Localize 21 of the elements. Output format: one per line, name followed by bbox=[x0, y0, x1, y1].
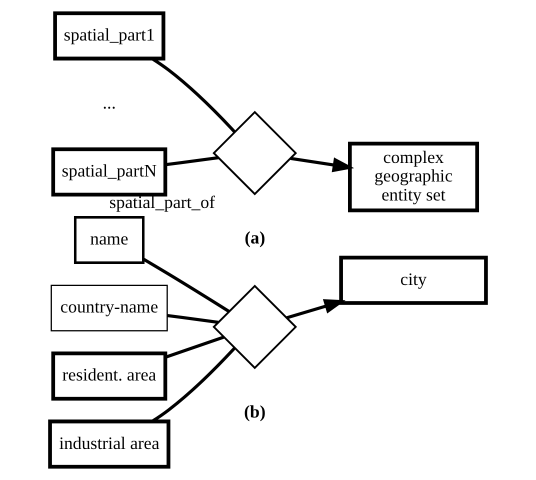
connector bbox=[164, 336, 224, 359]
label: ... bbox=[102, 92, 116, 113]
arrow bbox=[286, 299, 346, 320]
label: (a) bbox=[244, 227, 266, 248]
node-box: complex geographic entity set bbox=[348, 142, 480, 212]
node-diamond bbox=[212, 110, 298, 196]
node-box: spatial_partN bbox=[51, 147, 168, 197]
label: (b) bbox=[244, 401, 266, 422]
node-box: name bbox=[74, 216, 145, 264]
node-box: country-name bbox=[50, 284, 168, 332]
node-box: industrial area bbox=[48, 420, 170, 469]
connector bbox=[165, 156, 219, 166]
connector bbox=[152, 58, 236, 133]
connector bbox=[152, 347, 236, 422]
connector bbox=[167, 314, 218, 324]
node-box: spatial_part1 bbox=[53, 11, 166, 60]
arrow bbox=[290, 156, 354, 172]
connector bbox=[142, 258, 230, 313]
node-box: resident. area bbox=[51, 352, 168, 401]
node-box: city bbox=[339, 256, 488, 305]
node-diamond bbox=[212, 284, 298, 370]
